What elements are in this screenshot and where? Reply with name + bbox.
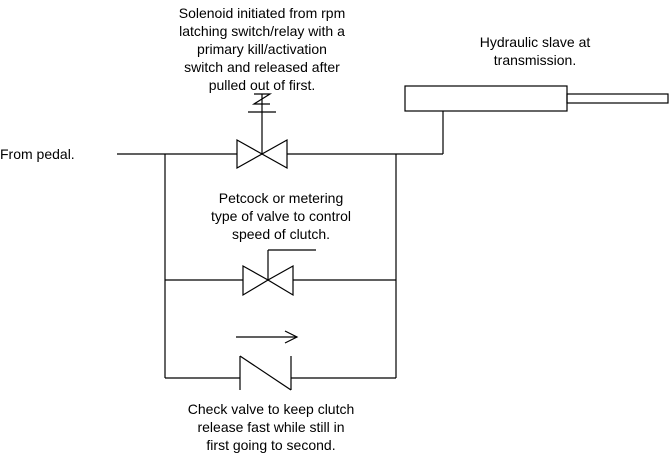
slave-note: Hydraulic slave at transmission. [455, 33, 615, 69]
check-note-line: Check valve to keep clutch [187, 401, 355, 417]
slave-note-line: Hydraulic slave at [479, 34, 591, 50]
slave-note-line: transmission. [493, 52, 577, 68]
solenoid-note: Solenoid initiated from rpm latching swi… [142, 4, 382, 94]
petcock-valve [242, 249, 316, 297]
solenoid-note-line: switch and released after [184, 59, 340, 75]
petcock-note-line: speed of clutch. [231, 226, 331, 242]
check-note-line: first going to second. [206, 437, 336, 453]
petcock-note-line: Petcock or metering [218, 190, 344, 206]
slave-cylinder-body [404, 85, 568, 112]
solenoid-note-line: primary kill/activation [197, 41, 327, 57]
check-valve [239, 355, 292, 391]
petcock-note: Petcock or metering type of valve to con… [186, 189, 376, 243]
flow-direction-arrow [236, 330, 299, 344]
check-note-line: release fast while still in [197, 419, 345, 435]
slave-cylinder-rod [566, 93, 669, 104]
check-note: Check valve to keep clutch release fast … [166, 400, 376, 454]
pedal-note: From pedal. [0, 145, 90, 163]
solenoid-note-line: pulled out of first. [208, 77, 316, 93]
solenoid-note-line: latching switch/relay with a [179, 23, 345, 39]
petcock-note-line: type of valve to control [210, 208, 352, 224]
solenoid-note-line: Solenoid initiated from rpm [178, 5, 346, 21]
pedal-note-text: From pedal. [0, 146, 75, 162]
solenoid-valve [236, 93, 288, 170]
